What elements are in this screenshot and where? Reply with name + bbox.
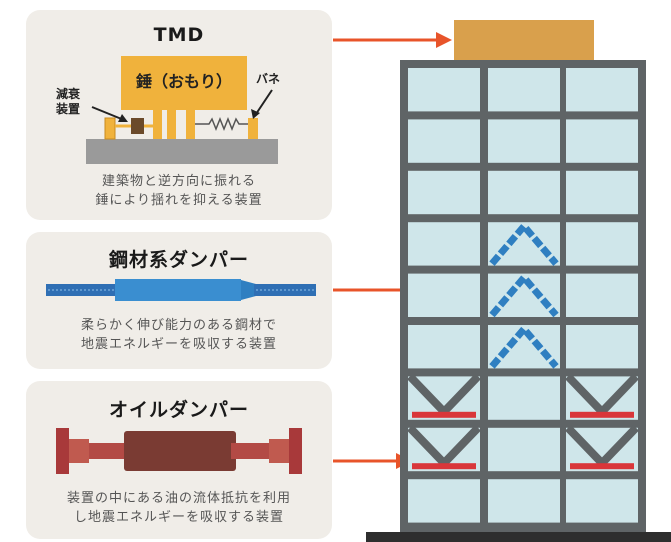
window-pane bbox=[408, 170, 480, 215]
window-pane bbox=[408, 68, 480, 112]
window-pane bbox=[408, 325, 480, 369]
window-pane bbox=[566, 119, 638, 163]
steel-damper-panel: 鋼材系ダンパー 柔らかく伸び能力のある鋼材で 地震エネルギーを吸収する装置 bbox=[26, 232, 332, 369]
window-pane bbox=[566, 273, 638, 317]
arrow-to-tmd bbox=[333, 32, 452, 48]
steel-damper-left-rod bbox=[46, 284, 121, 296]
window-pane bbox=[488, 68, 560, 112]
oil-damper-unit bbox=[570, 463, 634, 470]
window-pane bbox=[408, 222, 480, 266]
window-pane bbox=[408, 479, 480, 523]
window-pane bbox=[408, 119, 480, 163]
window-pane bbox=[488, 170, 560, 215]
steel-damper-desc-line2: 地震エネルギーを吸収する装置 bbox=[80, 337, 277, 352]
oil-damper-right-flange bbox=[289, 428, 302, 474]
tmd-leg bbox=[167, 110, 176, 139]
tmd-leg bbox=[104, 117, 116, 140]
oil-damper-desc-line2: し地震エネルギーを吸収する装置 bbox=[73, 510, 284, 525]
window-pane bbox=[566, 222, 638, 266]
steel-damper-chevrons bbox=[489, 220, 559, 369]
oil-damper-left-flange bbox=[56, 428, 69, 474]
tmd-spring bbox=[195, 116, 248, 132]
tmd-leg bbox=[248, 118, 258, 139]
oil-damper-panel: オイルダンパー 装置の中にある油の流体抵抗を利用 し地震エネルギーを吸収する装置 bbox=[26, 381, 332, 539]
window-pane bbox=[566, 170, 638, 215]
tmd-desc-line1: 建築物と逆方向に振れる bbox=[101, 174, 256, 189]
oil-damper-desc-line1: 装置の中にある油の流体抵抗を利用 bbox=[66, 491, 291, 506]
window-pane bbox=[566, 479, 638, 523]
steel-damper-illustration bbox=[46, 279, 316, 301]
building-ground bbox=[366, 532, 671, 542]
tmd-damper-label: 減衰 装置 bbox=[56, 87, 81, 116]
tmd-weight bbox=[121, 56, 247, 110]
steel-damper-title: 鋼材系ダンパー bbox=[108, 249, 249, 271]
steel-damper-body bbox=[115, 279, 241, 301]
window-pane bbox=[488, 376, 560, 420]
tmd-damper-block bbox=[131, 118, 144, 134]
oil-damper-cylinder bbox=[124, 431, 236, 471]
window-pane bbox=[488, 479, 560, 523]
oil-damper-braces bbox=[407, 373, 639, 470]
tmd-ground bbox=[86, 139, 278, 164]
window-pane bbox=[408, 273, 480, 317]
tmd-illustration bbox=[86, 56, 278, 164]
roof-tmd-mass bbox=[454, 20, 594, 60]
tmd-desc-line2: 錘により揺れを抑える装置 bbox=[95, 193, 263, 208]
tmd-leg bbox=[153, 110, 162, 139]
tmd-title: TMD bbox=[153, 24, 205, 46]
oil-damper-unit bbox=[570, 411, 634, 418]
oil-damper-illustration bbox=[56, 428, 302, 474]
steel-damper-chevron bbox=[489, 323, 559, 369]
steel-damper-chevron bbox=[489, 220, 559, 266]
tmd-spring-label: バネ bbox=[256, 72, 281, 86]
oil-damper-title: オイルダンパー bbox=[108, 399, 249, 421]
window-pane bbox=[488, 427, 560, 472]
tmd-panel: TMD 錘（おもり） 減衰 装置 バネ 建築物と逆方向に振れる 錘により揺れを抑… bbox=[26, 10, 332, 220]
oil-damper-unit bbox=[412, 463, 476, 470]
oil-damper-unit bbox=[412, 411, 476, 418]
steel-damper-desc-line1: 柔らかく伸び能力のある鋼材で bbox=[80, 318, 277, 333]
steel-damper-chevron bbox=[489, 272, 559, 318]
tmd-weight-label: 錘（おもり） bbox=[135, 72, 232, 91]
window-pane bbox=[488, 119, 560, 163]
tmd-leg bbox=[186, 110, 195, 139]
window-pane bbox=[566, 68, 638, 112]
window-pane bbox=[566, 325, 638, 369]
